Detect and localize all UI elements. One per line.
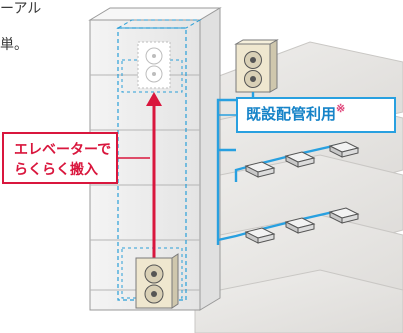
intro-text-line-1: ーアル xyxy=(0,1,42,17)
outdoor-unit-roof-icon xyxy=(234,39,279,93)
indoor-units xyxy=(244,141,360,244)
existing-piping-label-text: 既設配管利用 xyxy=(246,106,337,123)
elevator-callout-line-1: エレベーターで xyxy=(14,141,112,157)
elevator-callout-line-2: らくらく搬入 xyxy=(14,161,98,177)
floor-slab xyxy=(194,269,403,333)
outdoor-unit-bottom-icon xyxy=(135,253,179,309)
indoor-unit-icon xyxy=(284,217,316,234)
indoor-unit-icon xyxy=(284,151,316,168)
building-core xyxy=(88,7,222,311)
existing-piping-label: 既設配管利用※ xyxy=(236,97,396,133)
footnote-mark: ※ xyxy=(336,103,346,115)
lift-arrow-icon xyxy=(146,92,162,258)
floor-slabs xyxy=(194,41,403,333)
intro-text-line-2: 単。 xyxy=(0,37,28,53)
indoor-unit-icon xyxy=(244,161,276,178)
indoor-unit-icon xyxy=(328,141,360,158)
outdoor-unit-ghost-icon xyxy=(137,41,171,89)
indoor-unit-icon xyxy=(328,207,360,224)
indoor-unit-icon xyxy=(244,227,276,244)
elevator-callout: エレベーターで らくらく搬入 xyxy=(2,132,118,184)
